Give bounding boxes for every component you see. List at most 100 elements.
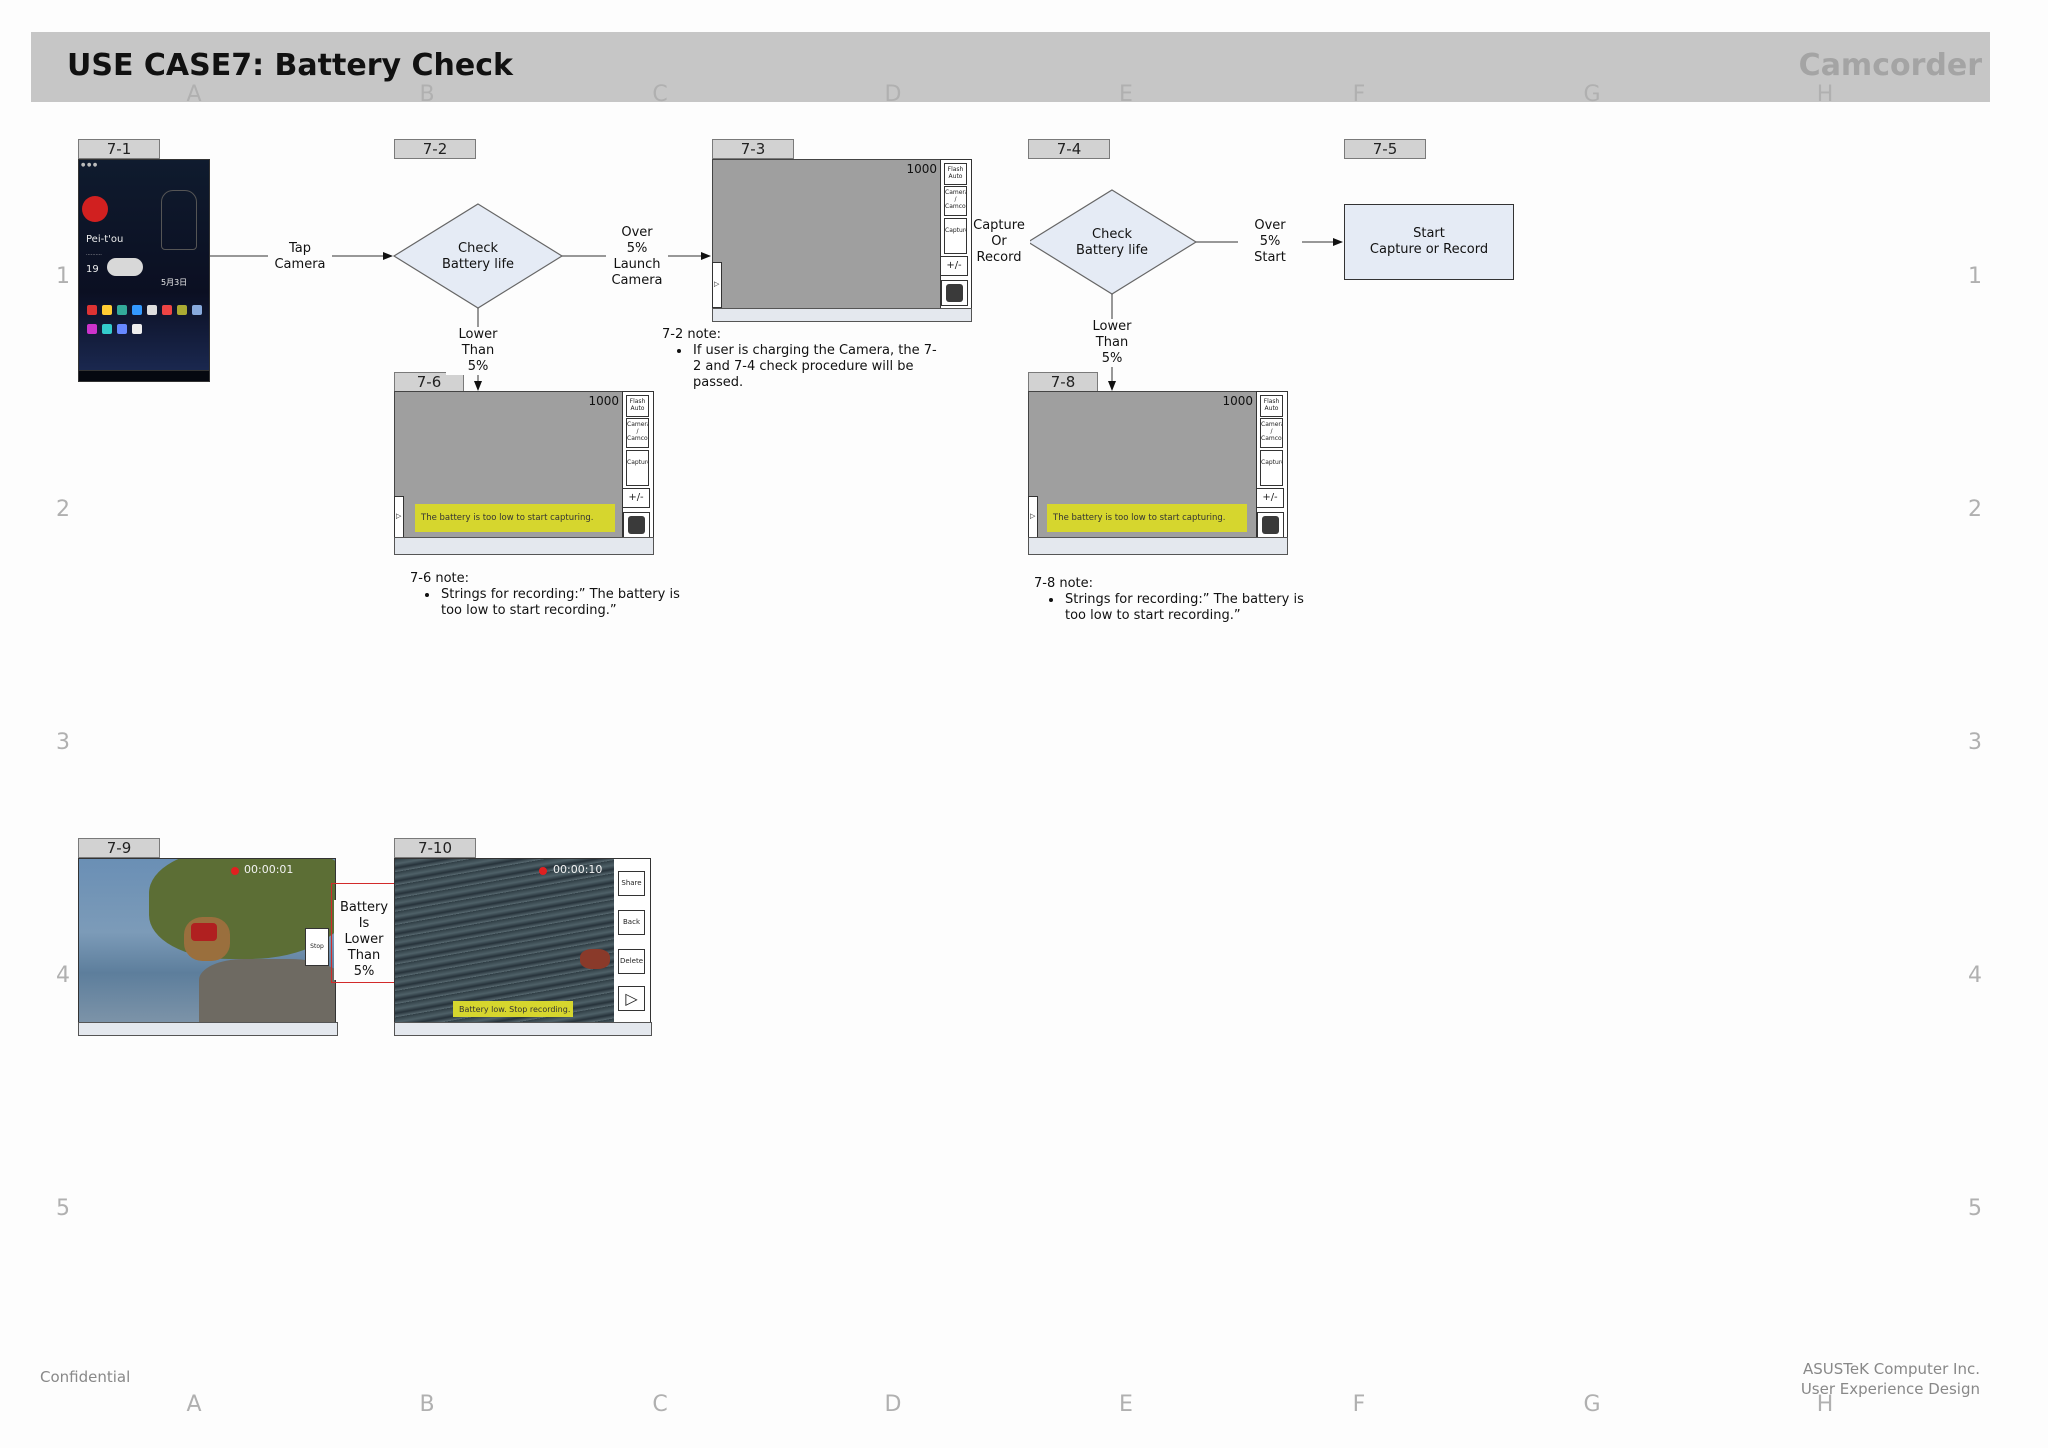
action-label: Start Capture or Record bbox=[1369, 226, 1489, 257]
row-label-2-left: 2 bbox=[56, 497, 70, 522]
capture-button[interactable]: Capture bbox=[944, 218, 967, 254]
note-7-6: 7-6 note: Strings for recording:” The ba… bbox=[410, 571, 680, 619]
flash-button[interactable]: Flash Auto bbox=[626, 395, 649, 417]
col-label-g-bottom: G bbox=[1583, 1392, 1601, 1417]
row-label-3-right: 3 bbox=[1968, 730, 1982, 755]
ev-button[interactable]: +/- bbox=[622, 488, 650, 508]
product-name: Camcorder bbox=[1798, 48, 1982, 83]
col-label-g-top: G bbox=[1583, 82, 1601, 107]
col-label-f-top: F bbox=[1352, 82, 1366, 107]
note-title-7-6: 7-6 note: bbox=[410, 571, 470, 586]
screen-base-7-10 bbox=[394, 1022, 652, 1036]
battery-warning-toast: The battery is too low to start capturin… bbox=[415, 504, 615, 532]
col-label-b-bottom: B bbox=[419, 1392, 435, 1417]
step-tag-7-5: 7-5 bbox=[1344, 139, 1426, 159]
review-actions-panel: Share Back Delete ▷ bbox=[614, 858, 651, 1023]
company-name: ASUSTeK Computer Inc. bbox=[1802, 1360, 1980, 1378]
mode-switch-button[interactable]: Camera / Camcorder bbox=[944, 186, 967, 216]
col-label-h-top: H bbox=[1816, 82, 1834, 107]
edge-label-battery-lower: Battery Is Lower Than 5% bbox=[334, 900, 394, 980]
mode-switch-button[interactable]: Camera / Camcorder bbox=[626, 418, 649, 448]
row-label-4-left: 4 bbox=[56, 963, 70, 988]
col-label-b-top: B bbox=[419, 82, 435, 107]
shot-count: 1000 bbox=[906, 162, 937, 176]
step-tag-7-6: 7-6 bbox=[394, 372, 464, 392]
recording-view-7-9: 00:00:01 bbox=[78, 858, 336, 1023]
capture-button[interactable]: Capture bbox=[626, 450, 649, 486]
shot-count: 1000 bbox=[1222, 394, 1253, 408]
back-button[interactable]: Back bbox=[618, 910, 645, 935]
edge-label-lower-b: Lower Than 5% bbox=[1080, 319, 1144, 367]
screen-base-7-8 bbox=[1028, 537, 1288, 555]
gallery-thumbnail[interactable] bbox=[623, 512, 650, 538]
note-title-7-2: 7-2 note: bbox=[662, 327, 722, 342]
delete-button[interactable]: Delete bbox=[618, 949, 645, 974]
note-title-7-8: 7-8 note: bbox=[1034, 576, 1094, 591]
col-label-e-top: E bbox=[1119, 82, 1133, 107]
edge-label-lower-a: Lower Than 5% bbox=[446, 327, 510, 375]
col-label-h-bottom: H bbox=[1816, 1392, 1834, 1417]
ev-button[interactable]: +/- bbox=[940, 256, 968, 276]
col-label-f-bottom: F bbox=[1352, 1392, 1366, 1417]
screen-base-7-6 bbox=[394, 537, 654, 555]
flash-button[interactable]: Flash Auto bbox=[1260, 395, 1283, 417]
record-timer: 00:00:01 bbox=[244, 863, 294, 876]
play-icon[interactable]: ▷ bbox=[618, 986, 645, 1011]
share-button[interactable]: Share bbox=[618, 871, 645, 896]
step-tag-7-2: 7-2 bbox=[394, 139, 476, 159]
screen-base-7-3 bbox=[712, 308, 972, 322]
note-7-2: 7-2 note: If user is charging the Camera… bbox=[662, 327, 942, 391]
android-robot-icon bbox=[161, 190, 197, 250]
edge-label-tap-camera: Tap Camera bbox=[268, 241, 332, 273]
row-label-5-left: 5 bbox=[56, 1196, 70, 1221]
note-item-7-2: If user is charging the Camera, the 7-2 … bbox=[691, 343, 942, 391]
note-item-7-8: Strings for recording:” The battery is t… bbox=[1063, 592, 1304, 624]
shot-count: 1000 bbox=[588, 394, 619, 408]
stop-button[interactable]: Stop bbox=[305, 928, 329, 966]
weather-city: Pei-t'ou bbox=[86, 234, 124, 245]
col-label-c-bottom: C bbox=[652, 1392, 668, 1417]
ev-button[interactable]: +/- bbox=[1256, 488, 1284, 508]
battery-warning-toast: The battery is too low to start capturin… bbox=[1047, 504, 1247, 532]
cloud-icon bbox=[107, 258, 143, 276]
battery-low-toast: Battery low. Stop recording. bbox=[453, 1001, 573, 1017]
note-item-7-6: Strings for recording:” The battery is t… bbox=[439, 587, 680, 619]
camera-viewfinder-7-6: 1000 ▷ The battery is too low to start c… bbox=[394, 391, 624, 538]
capture-button[interactable]: Capture bbox=[1260, 450, 1283, 486]
row-label-2-right: 2 bbox=[1968, 497, 1982, 522]
note-7-8: 7-8 note: Strings for recording:” The ba… bbox=[1034, 576, 1304, 624]
flash-button[interactable]: Flash Auto bbox=[944, 163, 967, 185]
edge-label-capture-record: Capture Or Record bbox=[968, 218, 1030, 266]
confidential-label: Confidential bbox=[40, 1368, 131, 1386]
decision-label-7-2: Check Battery life bbox=[441, 241, 515, 272]
gallery-thumbnail[interactable] bbox=[1257, 512, 1284, 538]
row-label-1-right: 1 bbox=[1968, 264, 1982, 289]
page-header: USE CASE7: Battery Check Camcorder bbox=[31, 32, 1990, 102]
mode-switch-button[interactable]: Camera / Camcorder bbox=[1260, 418, 1283, 448]
record-dot-icon bbox=[231, 867, 239, 875]
edge-label-launch-camera: Over 5% Launch Camera bbox=[606, 225, 668, 289]
step-tag-7-10: 7-10 bbox=[394, 838, 476, 858]
step-tag-7-1: 7-1 bbox=[78, 139, 160, 159]
decision-label-7-4: Check Battery life bbox=[1075, 227, 1149, 258]
step-tag-7-9: 7-9 bbox=[78, 838, 160, 858]
drawer-handle[interactable]: ▷ bbox=[394, 496, 404, 538]
col-label-d-top: D bbox=[884, 82, 902, 107]
app-icon-grid bbox=[85, 300, 205, 338]
recording-view-7-10: 00:00:10 Battery low. Stop recording. bbox=[394, 858, 616, 1023]
company-footer: ASUSTeK Computer Inc. User Experience De… bbox=[1801, 1359, 1980, 1399]
step-tag-7-4: 7-4 bbox=[1028, 139, 1110, 159]
step-tag-7-3: 7-3 bbox=[712, 139, 794, 159]
row-label-3-left: 3 bbox=[56, 730, 70, 755]
drawer-handle[interactable]: ▷ bbox=[1028, 496, 1038, 538]
department-name: User Experience Design bbox=[1800, 1380, 1980, 1398]
row-label-5-right: 5 bbox=[1968, 1196, 1982, 1221]
col-label-c-top: C bbox=[652, 82, 668, 107]
col-label-d-bottom: D bbox=[884, 1392, 902, 1417]
edge-label-start: Over 5% Start bbox=[1238, 218, 1302, 266]
gallery-thumbnail[interactable] bbox=[941, 280, 968, 306]
action-box-7-5: Start Capture or Record bbox=[1344, 204, 1514, 280]
weather-temp: 19 bbox=[86, 264, 99, 275]
status-bar: ● ● ● bbox=[81, 162, 98, 168]
drawer-handle[interactable]: ▷ bbox=[712, 262, 722, 308]
